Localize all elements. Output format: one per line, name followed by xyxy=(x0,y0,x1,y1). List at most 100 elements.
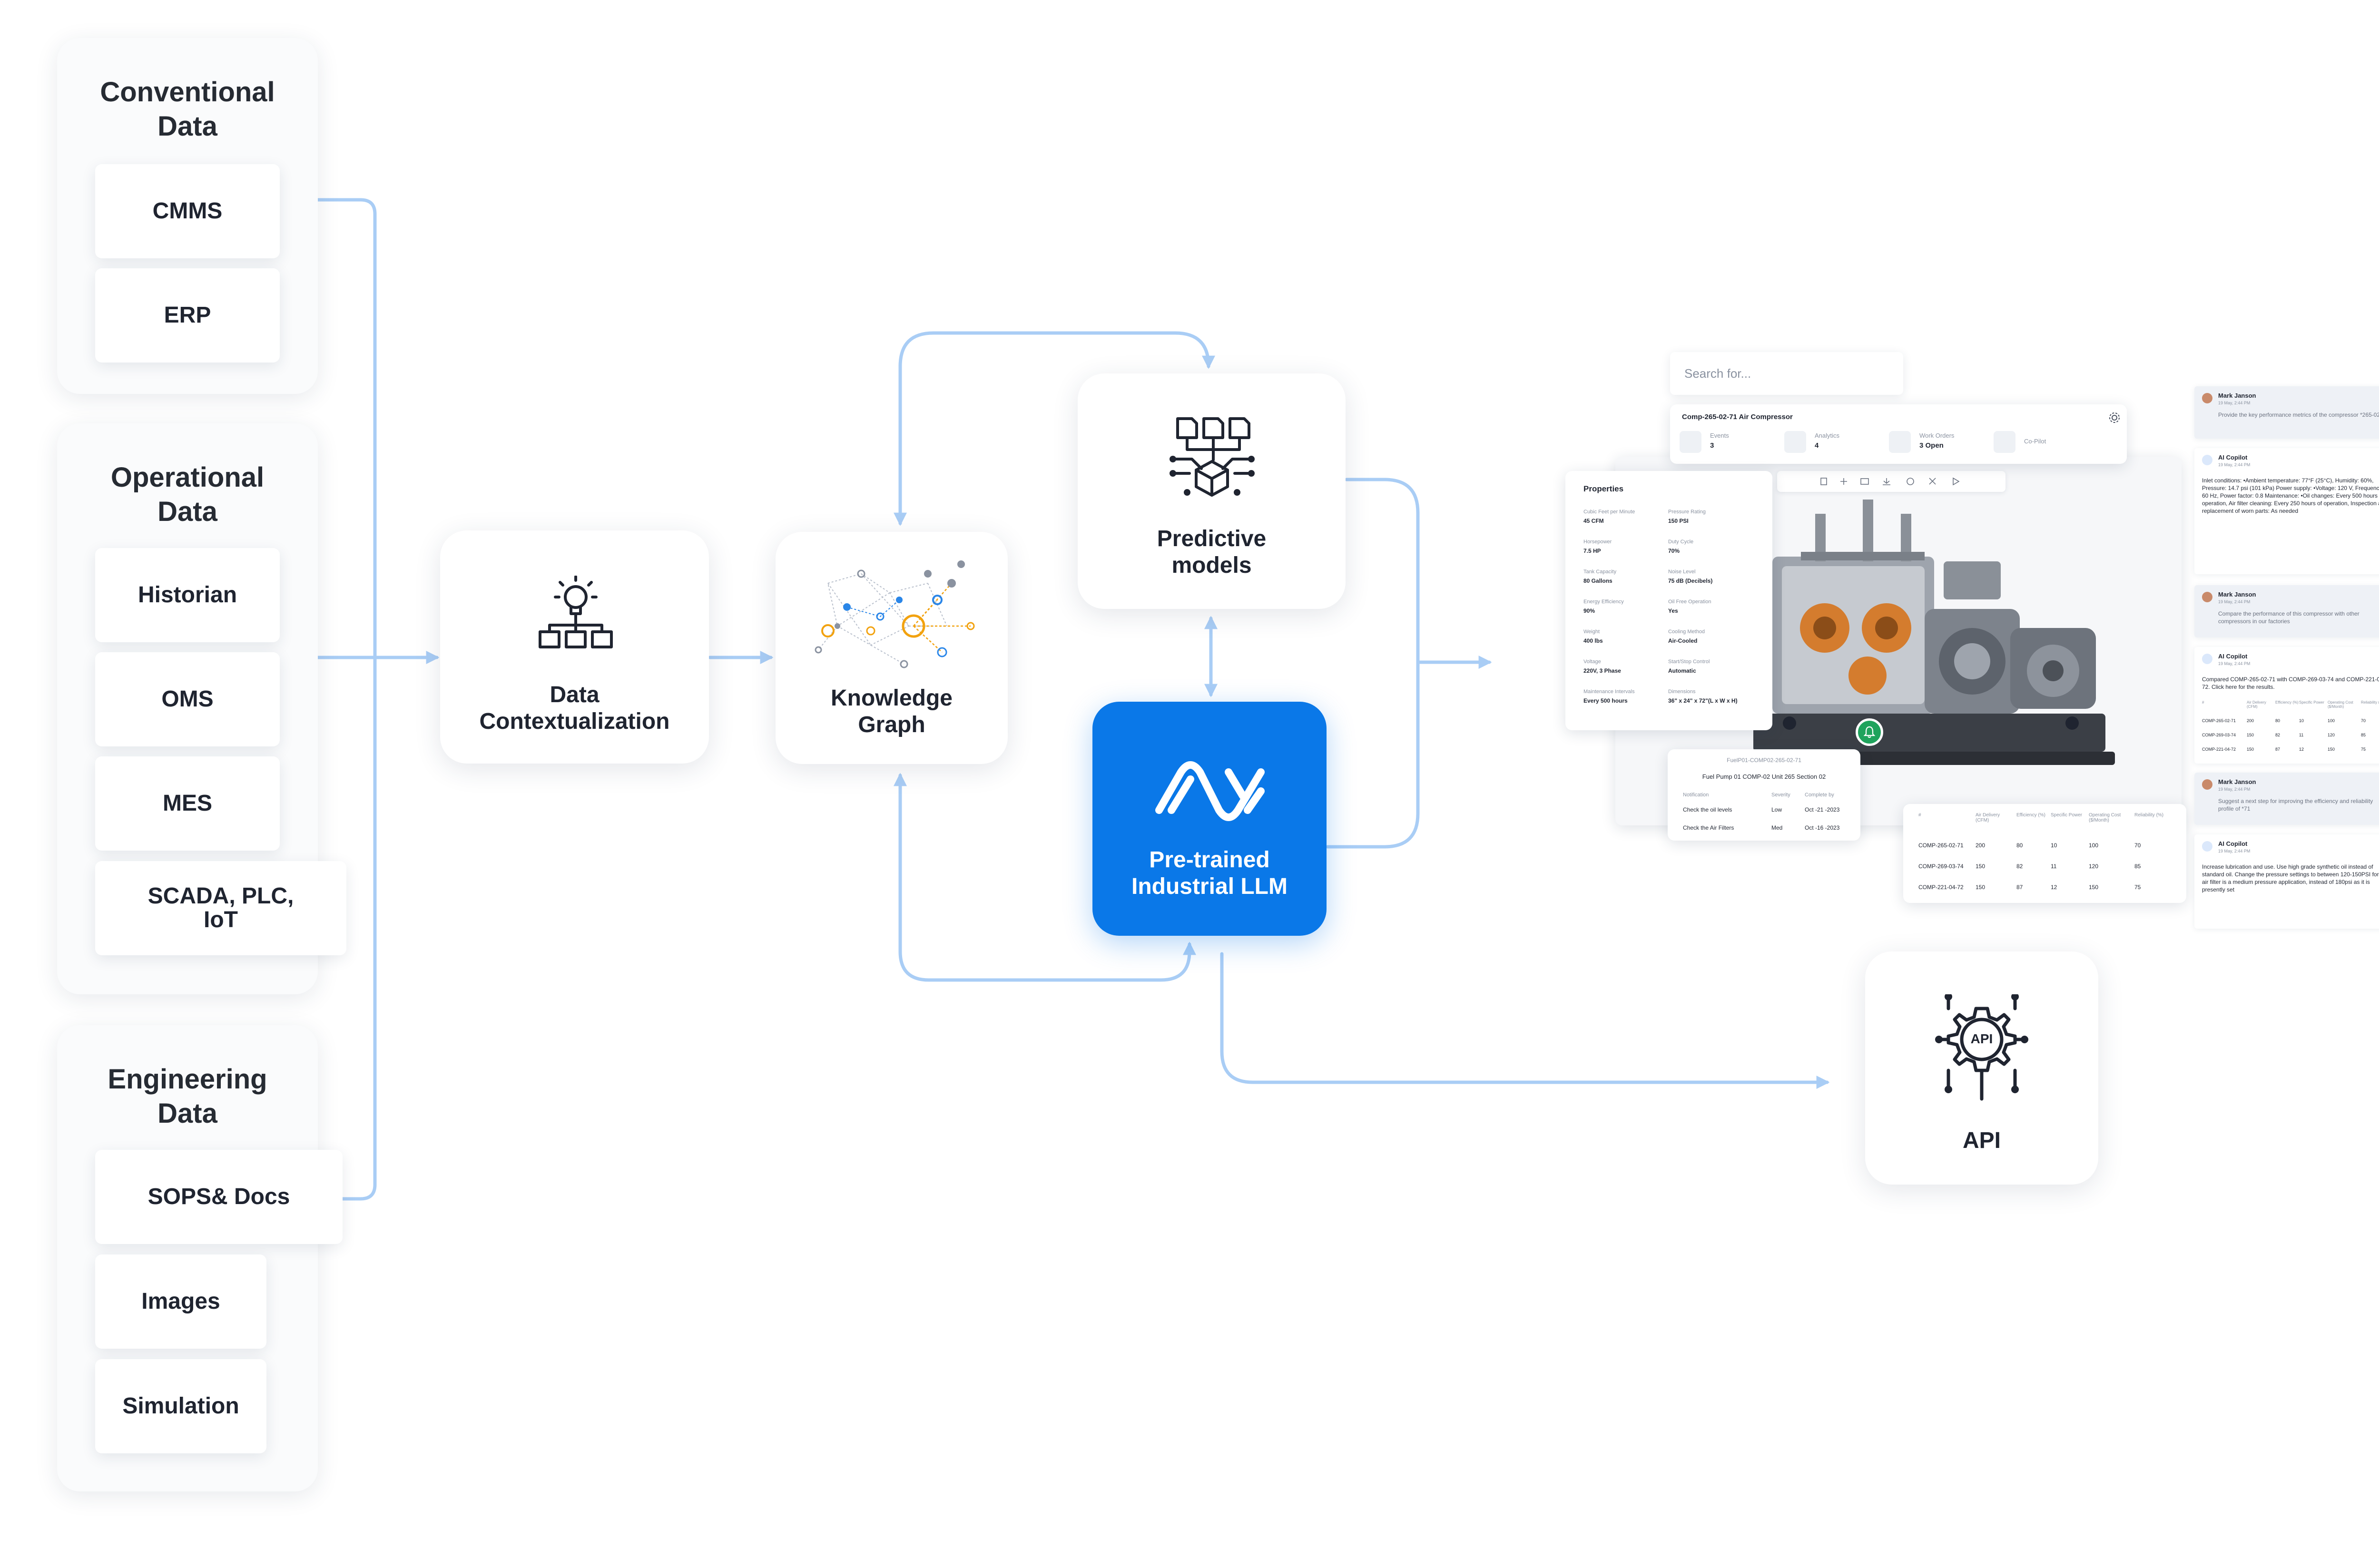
operational-data-group: Operational Data Historian OMS MES SCADA… xyxy=(57,423,346,994)
industrial-llm-node[interactable]: Pre-trained Industrial LLM xyxy=(1092,702,1327,936)
chat-text: Compare the performance of this compress… xyxy=(2218,610,2359,625)
chat-table-cell: 150 xyxy=(2247,747,2254,752)
source-oms[interactable]: OMS xyxy=(95,652,280,746)
chat-table-cell: 82 xyxy=(2275,733,2281,737)
property-label: Cubic Feet per Minute xyxy=(1583,509,1635,515)
property-value: Yes xyxy=(1668,608,1678,614)
engineering-data-title: Engineering Data xyxy=(108,1064,267,1129)
asset-stat-analytics[interactable]: Analytics 4 xyxy=(1784,429,1879,456)
copilot-avatar-icon xyxy=(2202,654,2212,664)
source-historian[interactable]: Historian xyxy=(95,548,280,642)
air-compressor-image xyxy=(1744,500,2115,765)
predictive-models-label: Predictive models xyxy=(1157,526,1267,578)
api-label: API xyxy=(1962,1128,2001,1153)
comparison-cell: 100 xyxy=(2089,842,2099,849)
comparison-header: Operating Cost ($/Month) xyxy=(2089,813,2121,823)
bell-icon xyxy=(1864,726,1875,738)
stat-value: 3 xyxy=(1710,441,1714,450)
settings-gear-icon[interactable] xyxy=(2108,411,2121,424)
chat-text: Increase lubrication and use. Use high g… xyxy=(2202,863,2379,893)
source-images[interactable]: Images xyxy=(95,1254,266,1349)
source-erp[interactable]: ERP xyxy=(95,268,280,363)
chat-table-cell: 100 xyxy=(2328,718,2335,723)
property-label: Noise Level xyxy=(1668,569,1696,575)
data-contextualization-node[interactable]: Data Contextualization xyxy=(440,530,709,764)
property-value: 90% xyxy=(1583,608,1595,614)
bell-icon xyxy=(1680,431,1701,453)
source-simulation[interactable]: Simulation xyxy=(95,1359,266,1453)
chat-author: Mark Janson xyxy=(2218,778,2256,785)
chat-table-cell: 150 xyxy=(2247,733,2254,737)
notification-cell: Oct -16 -2023 xyxy=(1805,824,1840,831)
viewer-toolbar-icons[interactable] xyxy=(1820,477,1972,486)
api-gear-icon xyxy=(1935,994,2028,1101)
copilot-avatar-icon xyxy=(2202,841,2212,852)
llm-to-api-arrow xyxy=(1220,952,1830,1089)
property-label: Pressure Rating xyxy=(1668,509,1706,515)
property-value: Air-Cooled xyxy=(1668,637,1698,644)
comparison-cell: 75 xyxy=(2134,884,2141,891)
property-value: 36" x 24" x 72"(L x W x H) xyxy=(1668,697,1738,704)
chat-table-header: Specific Power xyxy=(2299,700,2324,705)
predictive-models-node[interactable]: Predictive models xyxy=(1078,373,1346,609)
api-node[interactable]: API API xyxy=(1865,951,2098,1185)
comparison-cell: COMP-265-02-71 xyxy=(1918,842,1964,849)
asset-stat-work-orders[interactable]: Work Orders 3 Open xyxy=(1889,429,1984,456)
graph-predictive-top-loop xyxy=(894,331,1215,526)
chat-table-header: # xyxy=(2202,700,2204,705)
chat-table-cell: 80 xyxy=(2275,718,2281,723)
property-label: Horsepower xyxy=(1583,539,1612,545)
lightbulb-hierarchy-icon xyxy=(539,576,613,648)
chat-table-header: Efficiency (%) xyxy=(2275,700,2299,705)
comparison-cell: 150 xyxy=(1976,884,1986,891)
notification-cell: Med xyxy=(1771,824,1783,831)
comparison-header: # xyxy=(1918,813,1921,818)
avatar xyxy=(2202,779,2212,790)
asset-header-card: Comp-265-02-71 Air Compressor Events 3 A… xyxy=(1670,404,2127,464)
alert-bell-badge[interactable] xyxy=(1856,718,1883,746)
source-mes[interactable]: MES xyxy=(95,756,280,851)
search-placeholder: Search for... xyxy=(1684,366,1751,381)
chat-author: AI Copilot xyxy=(2218,454,2248,461)
conventional-data-group: Conventional Data CMMS ERP xyxy=(57,38,318,394)
viewer-toolbar xyxy=(1777,471,2005,492)
knowledge-graph-label: Knowledge Graph xyxy=(830,686,953,737)
property-value: 70% xyxy=(1668,548,1680,554)
comparison-cell: 200 xyxy=(1976,842,1986,849)
comparison-header: Air Delivery (CFM) xyxy=(1976,813,2000,823)
source-scada-plc-iot[interactable]: SCADA, PLC, IoT xyxy=(95,861,346,955)
source-cmms[interactable]: CMMS xyxy=(95,164,280,258)
property-label: Oil Free Operation xyxy=(1668,599,1711,605)
property-value: Every 500 hours xyxy=(1583,697,1628,704)
comparison-cell: 10 xyxy=(2051,842,2057,849)
engineering-data-group: Engineering Data SOPS& Docs Images Simul… xyxy=(57,1025,343,1491)
chat-text: Inlet conditions: •Ambient temperature: … xyxy=(2202,477,2379,514)
asset-stat-events[interactable]: Events 3 xyxy=(1680,429,1775,456)
chat-table-cell: COMP-265-02-71 xyxy=(2202,718,2236,723)
predictive-model-icon xyxy=(1170,417,1255,497)
search-box[interactable]: Search for... xyxy=(1670,352,1903,395)
notification-path: FuelP01-COMP02-265-02-71 xyxy=(1727,757,1801,764)
notification-subpath: Fuel Pump 01 COMP-02 Unit 265 Section 02 xyxy=(1702,773,1826,780)
chat-table-cell: 12 xyxy=(2299,747,2304,752)
property-label: Weight xyxy=(1583,629,1600,635)
knowledge-graph-node[interactable]: Knowledge Graph xyxy=(776,532,1008,764)
chat-text: Compared COMP-265-02-71 with COMP-269-03… xyxy=(2202,676,2379,690)
comparison-cell: 80 xyxy=(2016,842,2023,849)
chat-table-cell: COMP-221-04-72 xyxy=(2202,747,2236,752)
api-icon-label: API xyxy=(1970,1031,1993,1046)
asset-stat-copilot[interactable]: Co-Pilot xyxy=(1994,429,2089,456)
operational-data-title: Operational Data xyxy=(110,462,265,527)
notification-cell: Check the oil levels xyxy=(1683,806,1732,813)
data-contextualization-label: Data Contextualization xyxy=(479,682,670,734)
chat-table-header: Reliability (%) xyxy=(2361,700,2379,705)
stat-label: Co-Pilot xyxy=(2024,438,2046,445)
chat-time: 19 May, 2:44 PM xyxy=(2218,661,2251,666)
chat-table-cell: COMP-269-03-74 xyxy=(2202,733,2236,737)
property-label: Maintenance Intervals xyxy=(1583,689,1635,695)
source-sops-docs[interactable]: SOPS& Docs xyxy=(95,1150,343,1244)
